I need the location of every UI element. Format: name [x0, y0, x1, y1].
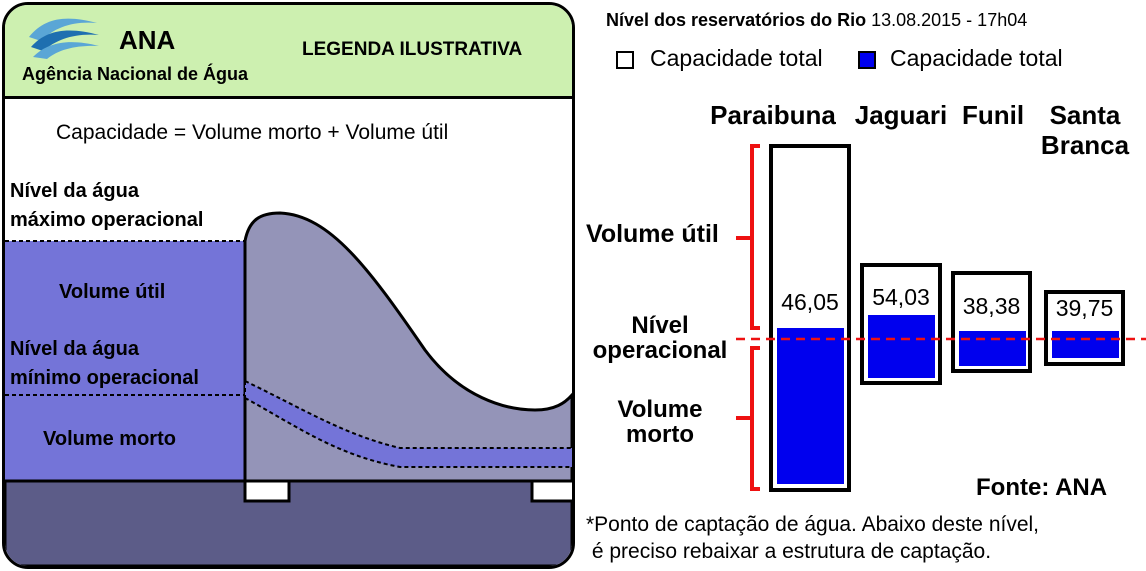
- level-bar-funil: [959, 331, 1026, 366]
- footnote: *Ponto de captação de água. Abaixo deste…: [586, 511, 1039, 565]
- footnote-line-1: *Ponto de captação de água. Abaixo deste…: [586, 513, 1040, 536]
- brand-full-name: Agência Nacional de Água: [22, 64, 249, 84]
- reservoir-name-jaguari: Jaguari: [854, 100, 948, 130]
- level-bar-santa-branca: [1052, 331, 1119, 358]
- ana-logo-icon: [29, 18, 99, 59]
- reservoir-name-funil: Funil: [961, 100, 1025, 130]
- intake-channel: [245, 381, 572, 467]
- intake-top-line: [244, 380, 572, 449]
- side-label-dead: Volume morto: [617, 396, 703, 448]
- chart-datetime: 13.08.2015 - 17h04: [871, 10, 1028, 30]
- legend-tag: LEGENDA ILUSTRATIVA: [302, 39, 523, 60]
- value-label-santa-branca: 39,75: [1055, 295, 1114, 321]
- level-bar-paraibuna: [777, 328, 844, 484]
- dead-volume-label: Volume morto: [43, 428, 176, 450]
- chart-title: Nível dos reservatórios do Rio 13.08.201…: [606, 10, 1027, 31]
- useful-volume-label: Volume útil: [59, 281, 166, 303]
- bracket-dead: [750, 346, 760, 491]
- ground: [5, 479, 572, 566]
- value-label-jaguari: 54,03: [872, 284, 930, 310]
- legend-swatch-blue: [858, 51, 876, 69]
- bracket-useful: [750, 144, 760, 330]
- side-label-operational: Nível operacional: [592, 312, 728, 364]
- reservoir-name-paraibuna: Paraibuna: [710, 100, 836, 130]
- chart-title-text: Nível dos reservatórios do Rio: [606, 10, 867, 30]
- illustration-panel: ANA Agência Nacional de Água LEGENDA ILU…: [2, 2, 575, 569]
- min-level-label: Nível da água mínimo operacional: [10, 338, 199, 389]
- reservoir-boxes: [769, 144, 1125, 492]
- illustration-header: ANA Agência Nacional de Água LEGENDA ILU…: [5, 5, 572, 99]
- side-label-useful: Volume útil: [586, 220, 719, 248]
- value-label-paraibuna: 46,05: [781, 289, 839, 315]
- side-brackets: [736, 144, 760, 491]
- footnote-line-2: é preciso rebaixar a estrutura de captaç…: [586, 540, 992, 563]
- legend-label-1: Capacidade total: [650, 45, 823, 71]
- water-body: [5, 241, 245, 481]
- dam-body: [243, 211, 572, 483]
- source-label: Fonte: ANA: [976, 474, 1108, 501]
- brand-name: ANA: [119, 25, 176, 55]
- dam-illustration: [5, 211, 572, 566]
- legend-label-2: Capacidade total: [890, 45, 1063, 71]
- level-bar-jaguari: [868, 315, 935, 378]
- max-level-label: Nível da água máximo operacional: [10, 180, 204, 231]
- intake-bottom-line: [244, 397, 572, 468]
- capacity-formula: Capacidade = Volume morto + Volume útil: [56, 121, 449, 144]
- value-label-funil: 38,38: [962, 293, 1021, 319]
- legend-swatch-white: [616, 51, 634, 69]
